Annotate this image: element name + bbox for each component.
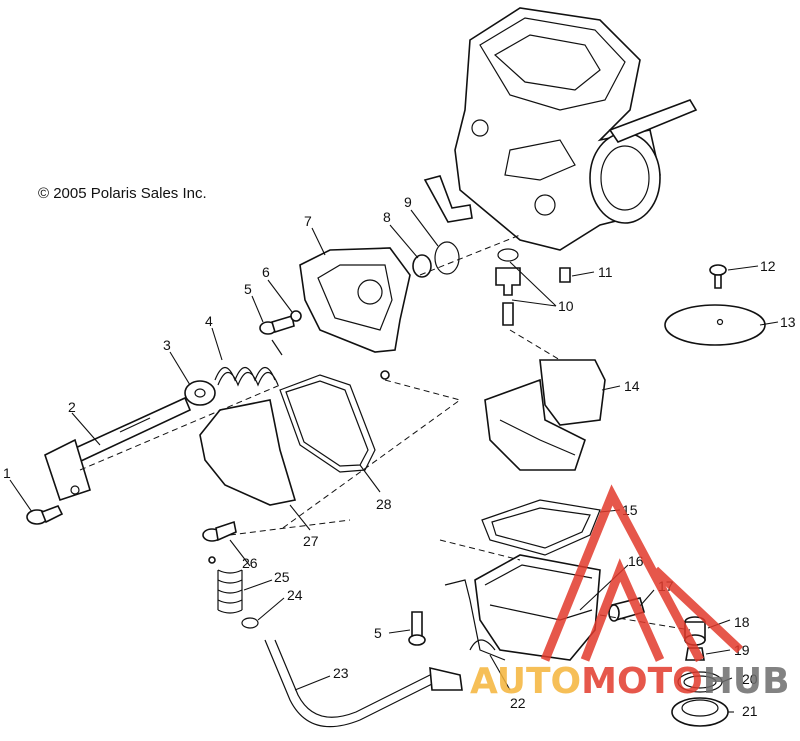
- callout-3: 3: [163, 337, 171, 353]
- callout-11: 11: [598, 264, 613, 280]
- part-screw-26: [202, 520, 237, 564]
- callout-16: 16: [628, 553, 644, 569]
- leader-lines: [9, 209, 779, 713]
- callout-14: 14: [624, 378, 640, 394]
- callout-20: 20: [742, 671, 758, 687]
- callout-9: 9: [404, 194, 412, 210]
- callout-21: 21: [742, 703, 758, 719]
- part-spring-25: [217, 569, 243, 614]
- watermark-word-auto: AUTOMOTOHUB: [470, 661, 790, 702]
- part-screw-1: [26, 504, 64, 525]
- callout-labels: 1 2 3 4 5 6 7 8 9 10 11 12 13 14 15 16 1…: [3, 194, 796, 719]
- callout-2: 2: [68, 399, 76, 415]
- callout-23: 23: [333, 665, 349, 681]
- callout-10: 10: [558, 298, 574, 314]
- part-oring-9: [434, 241, 460, 275]
- part-cover-7: [299, 247, 411, 380]
- callout-7: 7: [304, 213, 312, 229]
- callout-5: 5: [244, 281, 252, 297]
- part-disc-13: [664, 304, 766, 346]
- part-throttle-shaft-2: [44, 396, 192, 502]
- part-washer-6: [290, 310, 302, 322]
- part-screw-5-lower: [408, 611, 426, 646]
- callout-4: 4: [205, 313, 213, 329]
- part-oring-8: [412, 254, 432, 278]
- callout-12: 12: [760, 258, 776, 274]
- part-float-14: [484, 359, 606, 471]
- part-gasket-15: [481, 499, 601, 556]
- watermark-stroke: [651, 566, 744, 654]
- carburetor-body: [423, 7, 698, 251]
- callout-26: 26: [242, 555, 258, 571]
- callout-25: 25: [274, 569, 290, 585]
- callout-27: 27: [303, 533, 319, 549]
- part-jet-10: [495, 248, 521, 326]
- callout-28: 28: [376, 496, 392, 512]
- automotohub-watermark: AUTOMOTOHUB: [470, 484, 790, 702]
- part-washer-3: [184, 380, 216, 406]
- part-gasket-28: [279, 374, 376, 473]
- part-hose-23: [264, 639, 463, 728]
- part-screw-5-upper: [259, 314, 295, 335]
- watermark-triangle-inner: [580, 558, 665, 662]
- callout-18: 18: [734, 614, 750, 630]
- part-spring-4: [214, 339, 283, 387]
- callout-1: 1: [3, 465, 11, 481]
- callout-13: 13: [780, 314, 796, 330]
- part-screw-12: [709, 264, 727, 289]
- callout-5-lower: 5: [374, 625, 382, 641]
- callout-24: 24: [287, 587, 303, 603]
- part-drain-plug-21: [671, 697, 729, 727]
- callout-8: 8: [383, 209, 391, 225]
- part-clip-24: [241, 617, 259, 629]
- copyright-notice: © 2005 Polaris Sales Inc.: [38, 185, 207, 202]
- part-cover-27: [199, 399, 297, 506]
- watermark-triangle-outer: [540, 484, 704, 663]
- callout-6: 6: [262, 264, 270, 280]
- part-screw-11: [559, 267, 571, 283]
- part-clip-22: [444, 579, 506, 661]
- callout-22: 22: [510, 695, 526, 711]
